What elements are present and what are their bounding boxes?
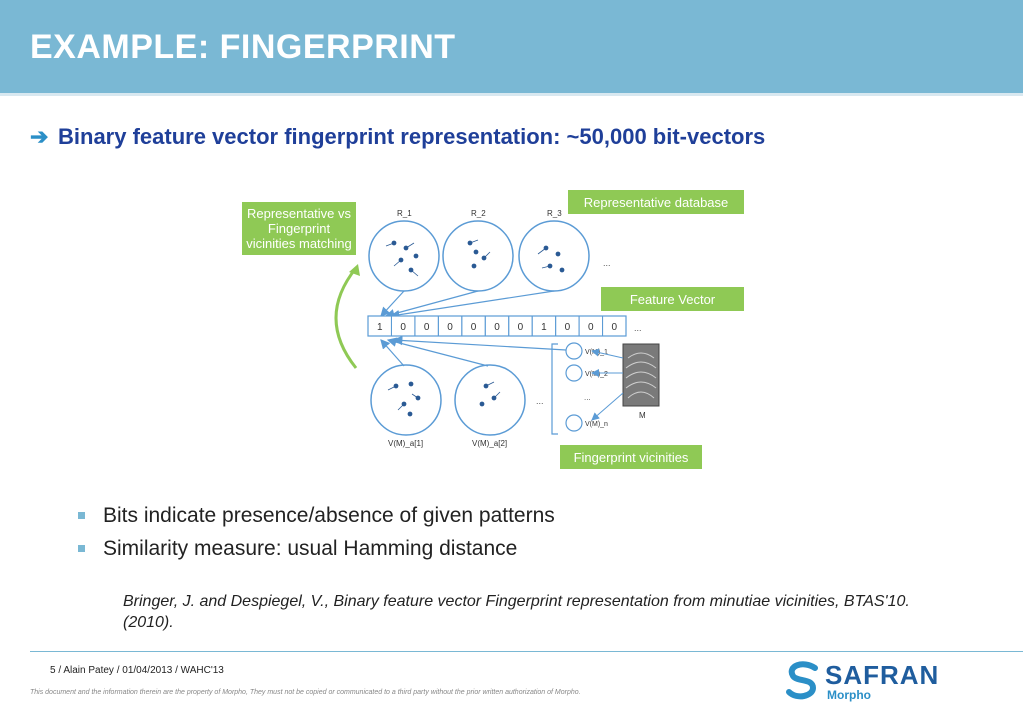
slide-title: EXAMPLE: FINGERPRINT: [30, 28, 456, 66]
bit-value: 0: [588, 322, 594, 333]
square-bullet-icon: [78, 545, 85, 552]
bit-vector: 1 0 0 0 0 0 0 1 0 0 0 ...: [367, 315, 642, 337]
fingerprint-label: M: [639, 411, 646, 420]
logo-sub: Morpho: [827, 688, 871, 702]
slide-header: EXAMPLE: FINGERPRINT: [0, 0, 1023, 93]
bit-value: 1: [377, 322, 383, 333]
bit-value: 0: [565, 322, 571, 333]
rep-label-3: R_3: [547, 209, 562, 218]
footer-info: 5 / Alain Patey / 01/04/2013 / WAHC'13: [50, 665, 224, 676]
vicinity-ellipsis: ...: [536, 396, 544, 406]
headline: ➔ Binary feature vector fingerprint repr…: [30, 124, 765, 150]
fingerprint-image: M: [591, 343, 660, 421]
bit-value: 0: [494, 322, 500, 333]
company-logo: SAFRAN Morpho: [785, 658, 945, 704]
bit-ellipsis: ...: [634, 323, 642, 333]
square-bullet-icon: [78, 512, 85, 519]
headline-text: Binary feature vector fingerprint repres…: [58, 124, 766, 149]
header-divider: [0, 93, 1023, 96]
vicinity-list: V(M)_1 V(M)_2 ... V(M)_n: [551, 342, 608, 435]
fingerprint-vicinities-label: Fingerprint vicinities: [560, 445, 702, 469]
bullet-text: Similarity measure: usual Hamming distan…: [103, 536, 518, 560]
bit-value: 0: [400, 322, 406, 333]
rep-ellipsis: ...: [603, 258, 611, 268]
vicinity-circles: V(M)_a[1] V(M)_a[2] ...: [370, 364, 544, 448]
rep-label-2: R_2: [471, 209, 486, 218]
feature-vector-label: Feature Vector: [601, 287, 744, 311]
bit-value: 0: [611, 322, 617, 333]
safran-swoosh-icon: [786, 661, 818, 700]
representative-circles: R_1 R_2 R_3 ...: [368, 209, 611, 292]
matching-label: Representative vs Fingerprint vicinities…: [242, 202, 356, 255]
bit-value: 0: [424, 322, 430, 333]
list-item: Bits indicate presence/absence of given …: [78, 499, 555, 532]
bit-value: 0: [471, 322, 477, 333]
vlist-n: V(M)_n: [585, 421, 608, 428]
vicinity-label-2: V(M)_a[2]: [472, 439, 507, 448]
bit-value: 0: [518, 322, 524, 333]
footer-disclaimer: This document and the information therei…: [30, 689, 581, 696]
vicinity-label-1: V(M)_a[1]: [388, 439, 423, 448]
bullet-text: Bits indicate presence/absence of given …: [103, 503, 555, 527]
matching-arrow: [334, 267, 358, 369]
database-label: Representative database: [568, 190, 744, 214]
vlist-ellipsis: ...: [584, 393, 591, 402]
logo-brand: SAFRAN: [825, 660, 940, 690]
bit-value: 1: [541, 322, 547, 333]
bit-cell: [602, 315, 627, 337]
right-arrow-icon: ➔: [30, 124, 49, 149]
bit-value: 0: [447, 322, 453, 333]
rep-label-1: R_1: [397, 209, 412, 218]
bullet-list: Bits indicate presence/absence of given …: [78, 499, 555, 565]
reference-citation: Bringer, J. and Despiegel, V., Binary fe…: [123, 593, 910, 631]
footer-divider: [30, 651, 1023, 652]
list-item: Similarity measure: usual Hamming distan…: [78, 532, 555, 565]
fingerprint-diagram: R_1 R_2 R_3 ...: [236, 188, 748, 470]
diagram-graphic: R_1 R_2 R_3 ...: [334, 209, 660, 448]
vlist-2: V(M)_2: [585, 371, 608, 378]
